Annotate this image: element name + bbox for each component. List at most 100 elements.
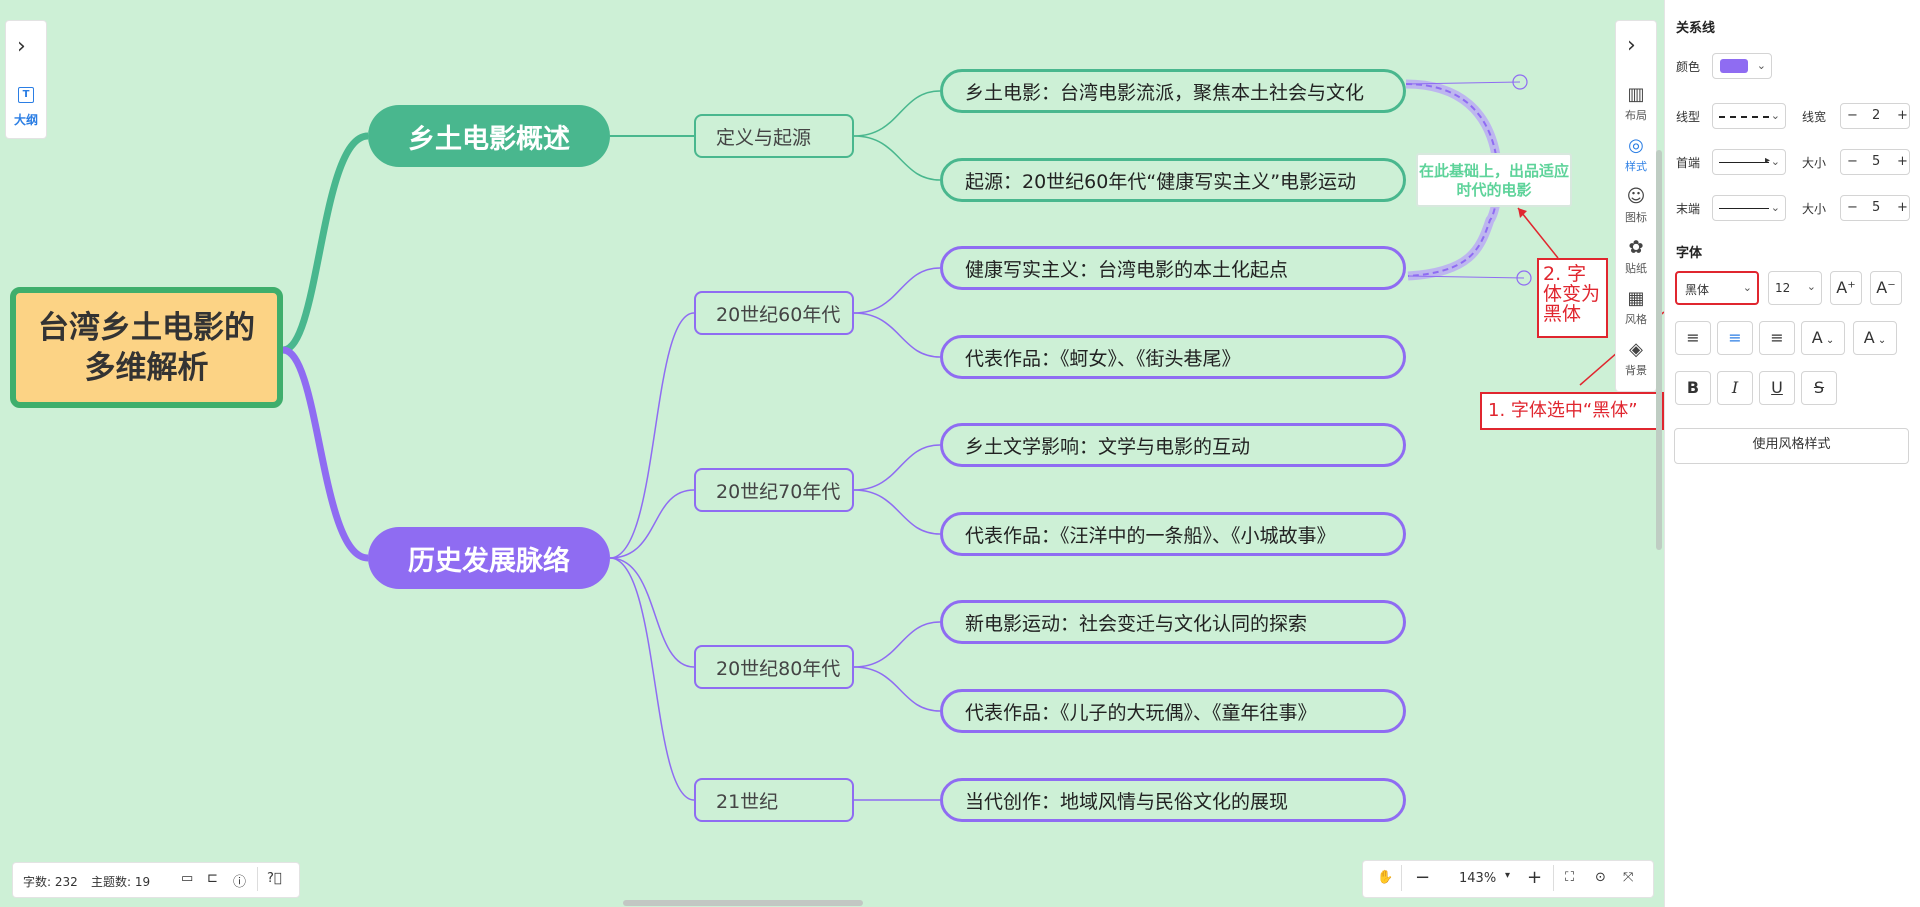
color-label: 颜色 bbox=[1676, 60, 1701, 74]
tool-theme[interactable]: ▦风格 bbox=[1616, 289, 1656, 327]
word-count: 字数: 232 bbox=[23, 875, 78, 889]
mindmap-canvas[interactable]: 台湾乡土电影的多维解析 乡土电影概述 历史发展脉络 定义与起源 20世纪60年代… bbox=[0, 0, 1664, 907]
tool-style-label: 样式 bbox=[1625, 160, 1647, 173]
text-color-icon[interactable]: A ⌄ bbox=[1801, 321, 1845, 355]
use-theme-style-button[interactable]: 使用风格样式 bbox=[1674, 428, 1909, 464]
line-width-stepper[interactable]: − 2 + bbox=[1840, 103, 1910, 129]
arrow-line-preview bbox=[1719, 162, 1769, 163]
fit-screen-icon[interactable]: ⛶ bbox=[1565, 870, 1575, 885]
subtopic-definition[interactable]: 定义与起源 bbox=[694, 114, 854, 158]
leaf-70s-1[interactable]: 乡土文学影响：文学与电影的互动 bbox=[940, 423, 1406, 467]
info-icon[interactable]: ⓘ bbox=[233, 875, 247, 890]
help-icon[interactable]: ?⃝ bbox=[267, 871, 282, 886]
start-size-stepper[interactable]: − 5 + bbox=[1840, 149, 1910, 175]
tool-theme-label: 风格 bbox=[1625, 313, 1647, 326]
leaf-60s-2[interactable]: 代表作品：《蚵女》、《街头巷尾》 bbox=[940, 335, 1406, 379]
root-topic[interactable]: 台湾乡土电影的多维解析 bbox=[10, 287, 283, 408]
subtopic-60s[interactable]: 20世纪60年代 bbox=[694, 291, 854, 335]
vertical-scrollbar[interactable] bbox=[1656, 150, 1662, 550]
start-size-value: 5 bbox=[1872, 154, 1881, 169]
outline-label[interactable]: 大纲 bbox=[14, 113, 39, 127]
outline-icon[interactable]: T bbox=[18, 87, 34, 103]
line-type-select[interactable]: ⌄ bbox=[1712, 103, 1786, 129]
horizontal-scrollbar[interactable] bbox=[623, 900, 863, 906]
decrease-font-icon[interactable]: A⁻ bbox=[1870, 271, 1902, 305]
font-title: 字体 bbox=[1676, 246, 1703, 261]
arrow-head-icon: ▸ bbox=[1765, 155, 1771, 166]
chevron-down-icon: ⌄ bbox=[1770, 109, 1780, 122]
leaf-60s-1[interactable]: 健康写实主义：台湾电影的本土化起点 bbox=[940, 246, 1406, 290]
leaf-21c-1[interactable]: 当代创作：地域风情与民俗文化的展现 bbox=[940, 778, 1406, 822]
tool-sticker[interactable]: ✿ 贴纸 bbox=[1616, 238, 1656, 276]
zoom-dropdown-chevron-icon[interactable]: ▾ bbox=[1505, 870, 1511, 881]
font-size-value: 12 bbox=[1775, 281, 1791, 295]
annotation-step1: 1. 字体选中“黑体” bbox=[1480, 392, 1664, 430]
zoom-divider bbox=[1401, 865, 1402, 891]
collapse-panel-chevron-icon[interactable]: › bbox=[1627, 33, 1636, 58]
expand-chevron-icon[interactable]: › bbox=[17, 34, 26, 59]
line-type-label: 线型 bbox=[1676, 110, 1701, 124]
bold-icon[interactable]: B bbox=[1675, 371, 1711, 405]
branch-overview[interactable]: 乡土电影概述 bbox=[368, 105, 610, 167]
relation-line-title: 关系线 bbox=[1676, 21, 1716, 36]
sticker-icon: ✿ bbox=[1628, 237, 1644, 258]
align-right-icon[interactable]: ≡ bbox=[1759, 321, 1795, 355]
leaf-80s-1[interactable]: 新电影运动：社会变迁与文化认同的探索 bbox=[940, 600, 1406, 644]
align-center-icon[interactable]: ≡ bbox=[1717, 321, 1753, 355]
topic-count: 主题数: 19 bbox=[91, 875, 151, 889]
decrement-icon[interactable]: − bbox=[1847, 200, 1858, 215]
tool-layout-label: 布局 bbox=[1625, 109, 1647, 122]
relation-label[interactable]: 在此基础上，出品适应时代的电影 bbox=[1416, 153, 1572, 207]
tool-layout[interactable]: ▥布局 bbox=[1616, 85, 1656, 123]
structure-icon[interactable]: ⊏ bbox=[207, 871, 218, 886]
fullscreen-icon[interactable]: ⤧ bbox=[1623, 870, 1634, 885]
font-family-select[interactable]: 黑体 ⌄ bbox=[1675, 271, 1759, 305]
leaf-70s-2[interactable]: 代表作品：《汪洋中的一条船》、《小城故事》 bbox=[940, 512, 1406, 556]
end-label: 末端 bbox=[1676, 202, 1701, 216]
subtopic-70s[interactable]: 20世纪70年代 bbox=[694, 468, 854, 512]
outline-toggle-panel: › T 大纲 bbox=[5, 20, 47, 139]
start-arrow-select[interactable]: ▸ ⌄ bbox=[1712, 149, 1786, 175]
start-size-label: 大小 bbox=[1802, 156, 1827, 170]
increment-icon[interactable]: + bbox=[1897, 108, 1908, 123]
tool-background-label: 背景 bbox=[1625, 364, 1647, 377]
increase-font-icon[interactable]: A⁺ bbox=[1830, 271, 1862, 305]
font-size-select[interactable]: 12 ⌄ bbox=[1768, 271, 1822, 305]
tool-icon[interactable]: ☺图标 bbox=[1616, 187, 1656, 225]
relation-color-select[interactable]: ⌄ bbox=[1712, 53, 1772, 79]
highlight-color-icon[interactable]: A ⌄ bbox=[1853, 321, 1897, 355]
end-arrow-select[interactable]: ⌄ bbox=[1712, 195, 1786, 221]
chevron-down-icon: ⌄ bbox=[1770, 155, 1780, 168]
zoom-level[interactable]: 143% bbox=[1459, 871, 1497, 886]
decrement-icon[interactable]: − bbox=[1847, 154, 1858, 169]
decrement-icon[interactable]: − bbox=[1847, 108, 1858, 123]
color-swatch bbox=[1720, 59, 1748, 73]
hand-pan-icon[interactable]: ✋ bbox=[1377, 870, 1394, 885]
subtopic-21c[interactable]: 21世纪 bbox=[694, 778, 854, 822]
increment-icon[interactable]: + bbox=[1897, 154, 1908, 169]
end-size-value: 5 bbox=[1872, 200, 1881, 215]
branch-history[interactable]: 历史发展脉络 bbox=[368, 527, 610, 589]
strikethrough-icon[interactable]: S bbox=[1801, 371, 1837, 405]
subtopic-80s[interactable]: 20世纪80年代 bbox=[694, 645, 854, 689]
zoom-out-icon[interactable]: − bbox=[1415, 867, 1431, 888]
underline-icon[interactable]: U bbox=[1759, 371, 1795, 405]
italic-icon[interactable]: I bbox=[1717, 371, 1753, 405]
leaf-definition-1[interactable]: 乡土电影：台湾电影流派，聚焦本土社会与文化 bbox=[940, 69, 1406, 113]
line-width-label: 线宽 bbox=[1802, 110, 1827, 124]
leaf-definition-2[interactable]: 起源：20世纪60年代“健康写实主义”电影运动 bbox=[940, 158, 1406, 202]
keyboard-icon[interactable]: ▭ bbox=[181, 871, 194, 886]
leaf-80s-2[interactable]: 代表作品：《儿子的大玩偶》、《童年往事》 bbox=[940, 689, 1406, 733]
line-width-value: 2 bbox=[1872, 108, 1881, 123]
tool-style[interactable]: ◎ 样式 bbox=[1616, 136, 1656, 174]
increment-icon[interactable]: + bbox=[1897, 200, 1908, 215]
tool-background[interactable]: ◈背景 bbox=[1616, 340, 1656, 378]
tool-sticker-label: 贴纸 bbox=[1625, 262, 1647, 275]
zoom-in-icon[interactable]: + bbox=[1527, 867, 1543, 888]
locate-center-icon[interactable]: ⊙ bbox=[1595, 870, 1606, 885]
chevron-down-icon: ⌄ bbox=[1806, 280, 1816, 293]
end-size-stepper[interactable]: − 5 + bbox=[1840, 195, 1910, 221]
palette-icon: ◎ bbox=[1628, 135, 1644, 156]
align-left-icon[interactable]: ≡ bbox=[1675, 321, 1711, 355]
format-side-toolbar: › ▥布局 ◎ 样式 ☺图标 ✿ 贴纸 ▦风格 ◈背景 bbox=[1615, 20, 1657, 392]
